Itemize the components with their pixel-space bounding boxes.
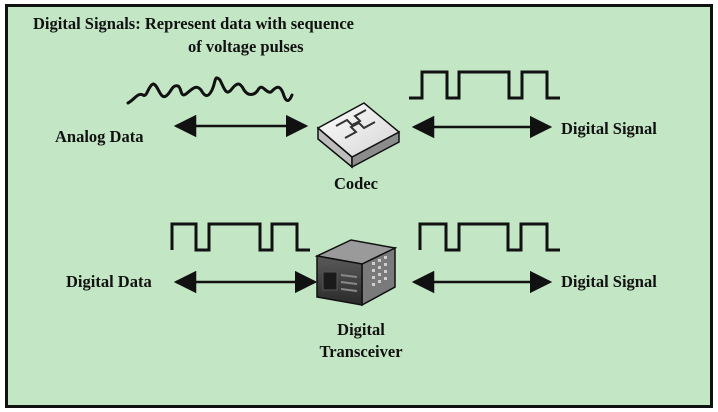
digital-signal-waveform-top <box>409 70 560 100</box>
diagram-title-line2: of voltage pulses <box>188 37 304 56</box>
transceiver-label-line1: Digital <box>337 320 385 339</box>
diagram-title-line1: Digital Signals: Represent data with seq… <box>33 14 354 33</box>
digital-transceiver-icon <box>314 239 398 307</box>
digital-signal-waveform-bottom <box>418 222 560 252</box>
digital-signal-label-top: Digital Signal <box>561 119 657 138</box>
analog-data-label: Analog Data <box>55 127 144 146</box>
transceiver-label-line2: Transceiver <box>319 342 403 361</box>
codec-label: Codec <box>334 174 378 193</box>
digital-signal-label-bottom: Digital Signal <box>561 272 657 291</box>
codec-device-icon <box>316 102 401 169</box>
diagram-panel <box>5 4 713 408</box>
analog-waveform <box>126 76 294 105</box>
digital-data-label: Digital Data <box>66 272 152 291</box>
digital-data-waveform <box>170 222 310 252</box>
